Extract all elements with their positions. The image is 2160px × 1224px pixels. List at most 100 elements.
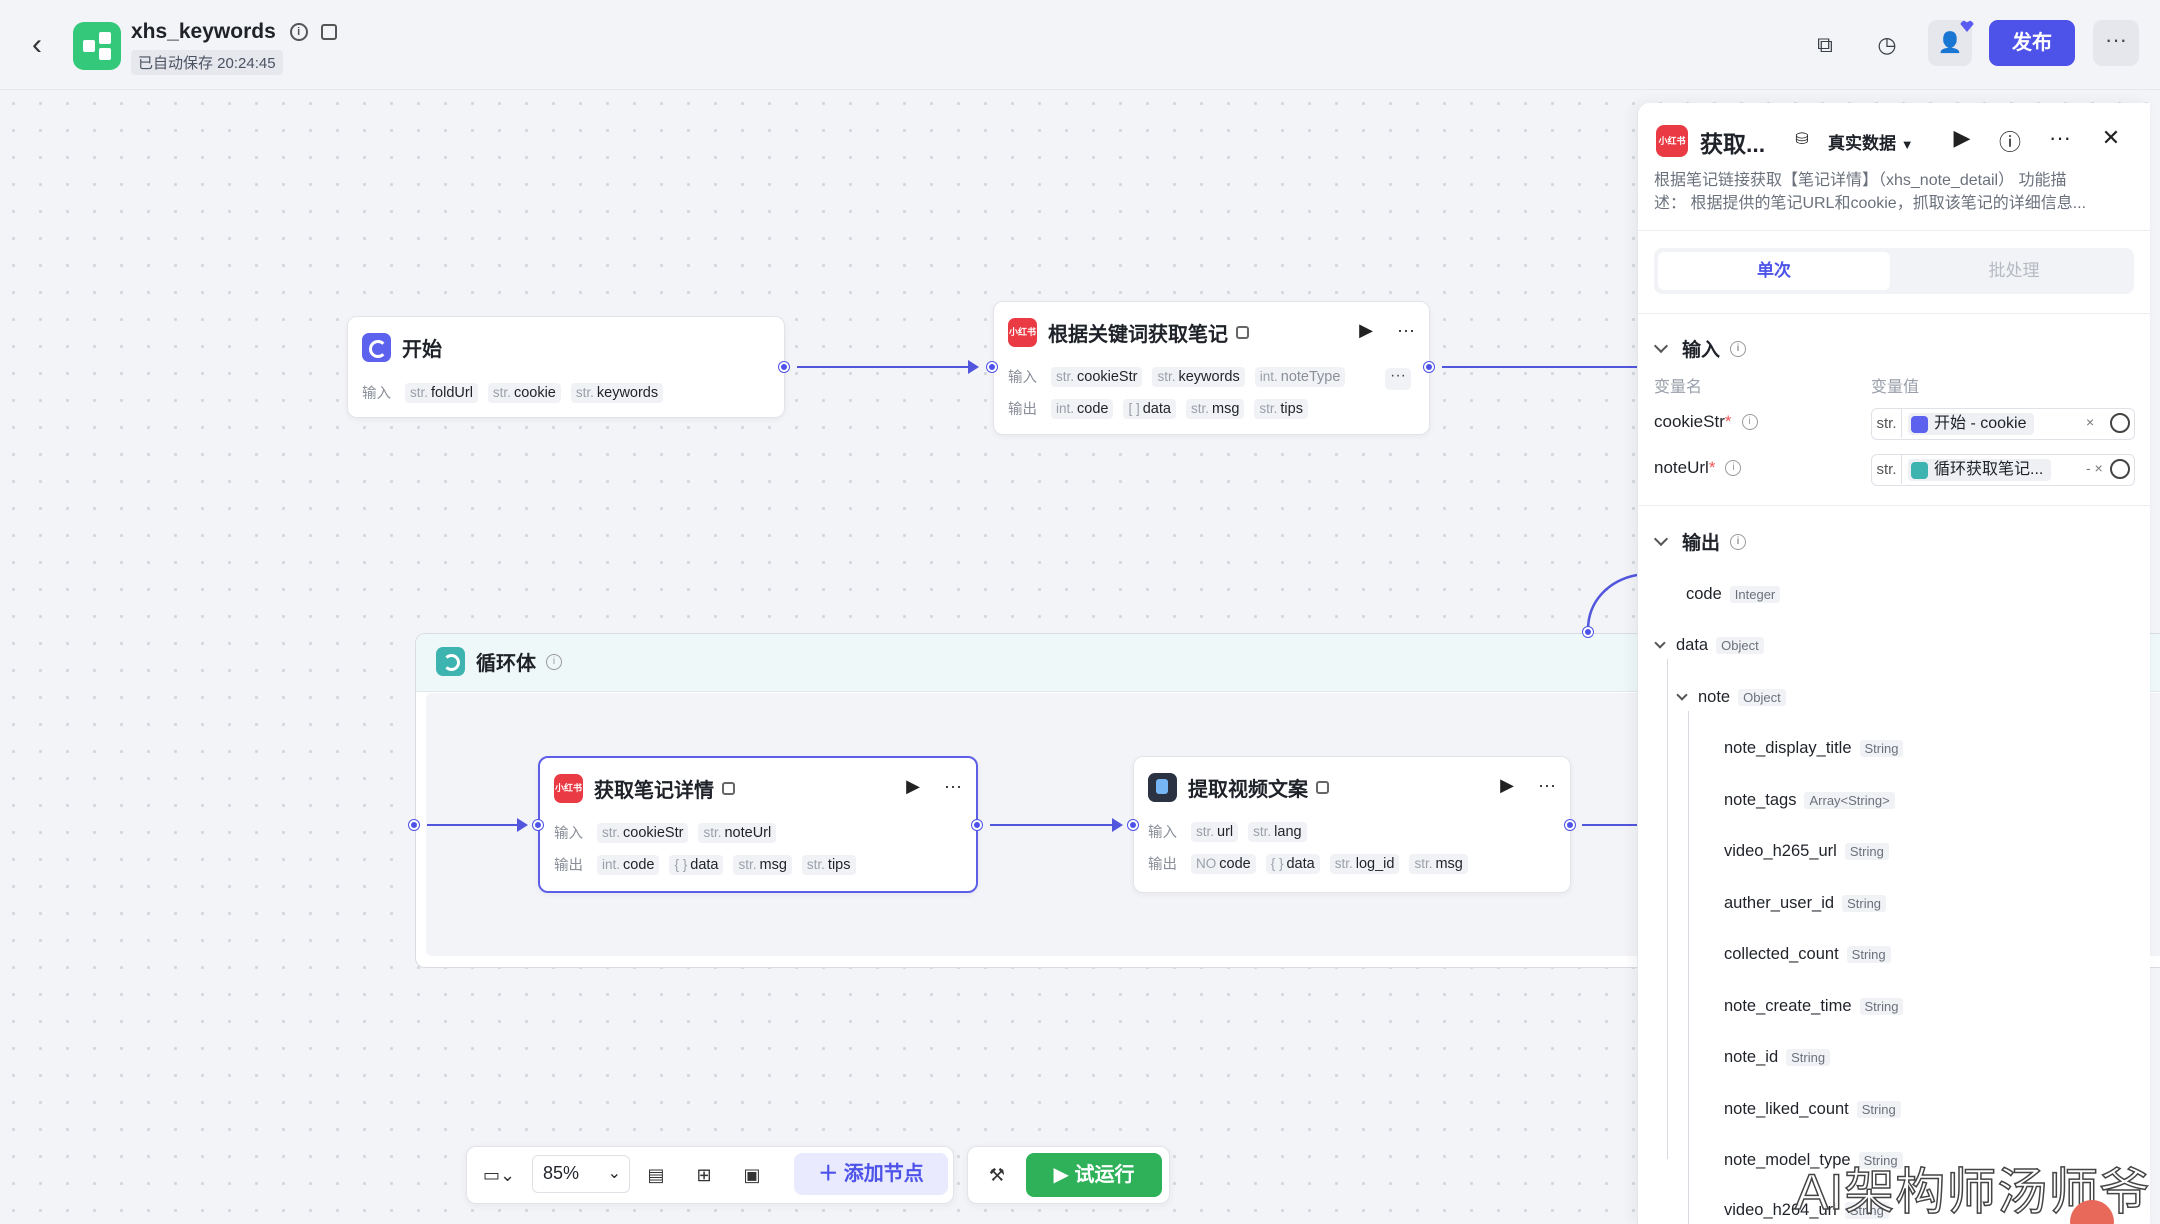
real-data-toggle[interactable]: 真实数据 ▼ [1828,129,1914,154]
comment-icon[interactable]: ▤ [647,1165,665,1185]
node-start[interactable]: 开始 输入 str.foldUrl str.cookie str.keyword… [347,316,785,418]
column-header-value: 变量值 [1871,379,1920,396]
variable-picker-icon[interactable] [2110,459,2130,479]
debug-tool-icon[interactable]: ⚒ [988,1165,1006,1185]
loop-icon [436,647,465,676]
info-icon[interactable]: i [1730,340,1747,357]
chevron-down-icon [1676,688,1688,701]
tab-batch[interactable]: 批处理 [1988,261,2040,280]
video-icon [1148,772,1177,802]
node-search-notes[interactable]: 小红书 根据关键词获取笔记 ▶ ··· 输入 str.cookieStr str… [993,301,1430,435]
param-tag: str.cookieStr [1051,366,1143,387]
tab-single[interactable]: 单次 [1658,252,1890,290]
back-icon[interactable]: ‹ [32,28,42,61]
add-node-button[interactable]: ＋ 添加节点 [794,1153,948,1195]
database-icon [1316,780,1329,794]
loop-title: 循环体 [476,653,536,675]
loop-input-port[interactable] [1583,627,1593,637]
arrow-icon [968,360,979,374]
chevron-down-icon [1653,531,1669,546]
input-section-toggle[interactable]: 输入 i [1653,335,1747,362]
variable-ref-chip[interactable]: 开始 - cookie [1908,413,2035,435]
run-icon[interactable]: ▶ [906,776,921,796]
test-run-button[interactable]: ▶ 试运行 [1026,1153,1162,1197]
history-icon[interactable]: ◷ [1877,32,1897,57]
clear-icon[interactable]: × [2086,414,2095,430]
output-port[interactable] [779,362,789,372]
info-icon[interactable]: i [289,23,308,42]
node-inputs-row: 输入 str.url str.lang [1148,821,1317,842]
more-icon[interactable]: ··· [1397,320,1415,340]
caret-down-icon: ▼ [1900,137,1914,152]
grid-icon[interactable]: ⊞ [696,1165,712,1185]
required-mark: * [1708,458,1716,477]
copy-icon[interactable]: ⧉ [1817,32,1833,57]
param-tag: str.log_id [1329,853,1400,874]
input-label: 输入 [1148,825,1177,841]
input-value-cookiestr[interactable]: str. 开始 - cookie × [1871,408,2135,440]
param-tag: str.cookieStr [597,822,689,843]
loop-start-port[interactable] [409,820,419,830]
arrow-icon [517,818,528,832]
input-value-noteurl[interactable]: str. 循环获取笔记... - × [1871,454,2135,486]
output-port[interactable] [972,820,982,830]
edit-icon[interactable] [321,24,338,41]
input-label: 输入 [362,386,391,402]
layout-mode-icon[interactable]: ▭⌄ [482,1165,516,1185]
zoom-select[interactable]: 85%⌄ [532,1155,630,1193]
input-port[interactable] [533,820,543,830]
output-port[interactable] [1424,362,1434,372]
workflow-name: xhs_keywords [131,20,276,43]
help-icon[interactable]: ⓘ [1998,130,2021,155]
info-icon[interactable]: i [1741,414,1758,430]
run-icon[interactable]: ▶ [1500,775,1515,795]
workflow-title: xhs_keywords i [131,20,338,44]
node-title: 提取视频文案 [1188,778,1308,801]
edge-video-next [1582,824,1637,826]
output-label: 输出 [1008,402,1037,418]
divider [1638,313,2150,314]
param-tag: str.msg [1185,398,1245,419]
more-icon[interactable]: ··· [1538,775,1556,795]
real-data-label: 真实数据 [1828,134,1896,153]
node-note-detail[interactable]: 小红书 获取笔记详情 ▶ ··· 输入 str.cookieStr str.no… [538,756,978,893]
input-port[interactable] [1128,820,1138,830]
clear-icon[interactable]: - × [2086,460,2103,476]
param-tag: str.cookie [487,382,561,403]
run-icon[interactable]: ▶ [1359,320,1374,340]
run-icon[interactable]: ▶ [1953,125,1971,150]
more-params-button[interactable]: ··· [1385,368,1411,390]
info-icon[interactable]: i [1730,533,1747,550]
variable-picker-icon[interactable] [2110,413,2130,433]
test-run-label: 试运行 [1074,1164,1135,1186]
more-button[interactable]: ··· [2093,20,2139,66]
more-icon[interactable]: ··· [944,776,962,796]
info-icon[interactable]: i [546,653,562,670]
minimap-icon[interactable]: ▣ [743,1165,761,1185]
edge-curve-to-loop [1586,573,1638,631]
param-tag: str.msg [733,854,792,875]
info-icon[interactable]: i [1725,460,1742,476]
description-line: 根据笔记链接获取【笔记详情】（xhs_note_detail） 功能描 [1654,172,2067,189]
output-section-toggle[interactable]: 输出 i [1653,528,1747,555]
publish-button[interactable]: 发布 [1989,20,2075,66]
variable-ref-chip[interactable]: 循环获取笔记... [1908,459,2052,481]
output-port[interactable] [1565,820,1575,830]
chevron-down-icon [1653,338,1669,353]
close-icon[interactable]: ✕ [2101,125,2121,150]
more-icon[interactable]: ··· [2049,125,2071,150]
param-tag: str.tips [801,854,856,875]
input-name-cookiestr: cookieStr* i [1654,412,1758,432]
param-tag: int.code [597,854,660,875]
loop-icon [1911,462,1928,479]
input-port[interactable] [987,362,997,372]
